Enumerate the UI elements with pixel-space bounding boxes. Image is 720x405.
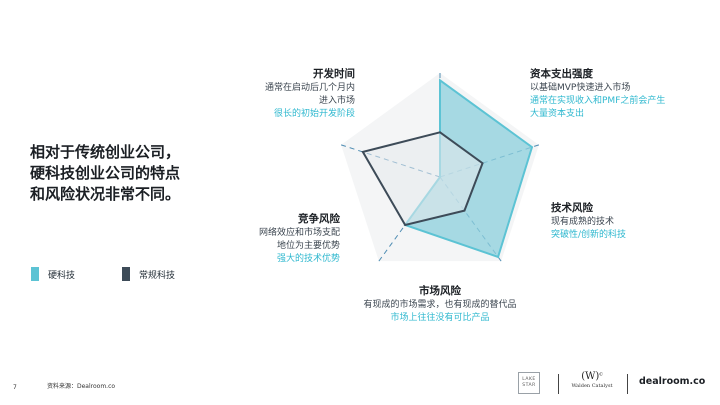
callout-dev-time-highlight: 很长的初始开发阶段 — [273, 109, 355, 119]
callout-capital-title: 资本支出强度 — [530, 68, 593, 80]
callout-market-risk-highlight: 市场上往往没有可比产品 — [390, 313, 490, 323]
walden-catalyst-logo: (W)ᶜ Walden Catalyst — [567, 371, 617, 389]
legend-label-hard-tech: 硬科技 — [48, 270, 76, 281]
walden-catalyst-name: Walden Catalyst — [571, 383, 613, 389]
lakestar-logo-text: LAKE STAR — [522, 377, 536, 388]
series-hard-tech-point — [497, 256, 499, 258]
series-conventional-point — [439, 131, 441, 134]
callout-market-risk-line-1: 有现成的市场需求，也有现成的替代品 — [363, 300, 517, 310]
callout-tech-risk-title: 技术风险 — [551, 202, 593, 214]
series-conventional-point — [404, 224, 406, 226]
page-number: 7 — [13, 384, 17, 391]
callout-competition-line-2: 地位为主要优势 — [276, 241, 340, 251]
dealroom-logo: dealroom.co — [639, 376, 706, 387]
callout-capital-highlight: 通常在实现收入和PMF之前会产生 大量资本支出 — [530, 96, 666, 119]
callout-competition-line-1: 网络效应和市场支配 — [258, 228, 340, 238]
legend-conventional: 常规科技 — [122, 267, 175, 281]
headline: 相对于传统创业公司， 硬科技创业公司的特点 和风险状况非常不同。 — [30, 143, 181, 203]
series-conventional — [361, 131, 484, 227]
logo-divider — [558, 374, 559, 394]
callout-tech-risk-highlight: 突破性/创新的科技 — [551, 230, 627, 240]
series-conventional-point — [362, 151, 364, 153]
legend-hard-tech: 硬科技 — [31, 267, 75, 281]
series-conventional-point — [481, 162, 484, 164]
callout-market-risk-title: 市场风险 — [419, 285, 461, 297]
callout-market-risk: 市场风险 有现成的市场需求，也有现成的替代品 市场上往往没有可比产品 — [320, 284, 560, 325]
callout-capital: 资本支出强度 以基础MVP快速进入市场 通常在实现收入和PMF之前会产生 大量资… — [530, 67, 665, 121]
legend-swatch-hard-tech — [31, 267, 39, 281]
series-hard-tech-point — [439, 79, 441, 82]
callout-tech-risk-line-1: 现有成熟的技术 — [551, 217, 615, 227]
callout-competition-title: 竞争风险 — [298, 213, 340, 225]
callout-dev-time-line-2: 进入市场 — [318, 96, 355, 106]
legend-swatch-conventional — [122, 267, 130, 281]
legend-label-conventional: 常规科技 — [139, 270, 176, 281]
series-conventional-point — [463, 209, 466, 212]
logo-divider — [627, 374, 628, 394]
callout-dev-time-line-1: 通常在启动后几个月内 — [264, 83, 355, 93]
callout-capital-line-1: 以基础MVP快速进入市场 — [530, 83, 631, 93]
callout-tech-risk: 技术风险 现有成熟的技术 突破性/创新的科技 — [551, 201, 626, 242]
walden-catalyst-mark: (W)ᶜ — [581, 371, 603, 382]
source-note: 资料来源：Dealroom.co — [47, 383, 116, 390]
callout-dev-time: 开发时间 通常在启动后几个月内 进入市场 很长的初始开发阶段 — [265, 67, 355, 121]
series-hard-tech-point — [531, 146, 533, 148]
lakestar-logo: LAKE STAR — [518, 372, 540, 394]
callout-dev-time-title: 开发时间 — [313, 68, 355, 80]
callout-competition: 竞争风险 网络效应和市场支配 地位为主要优势 强大的技术优势 — [259, 212, 340, 266]
callout-competition-highlight: 强大的技术优势 — [276, 254, 340, 264]
